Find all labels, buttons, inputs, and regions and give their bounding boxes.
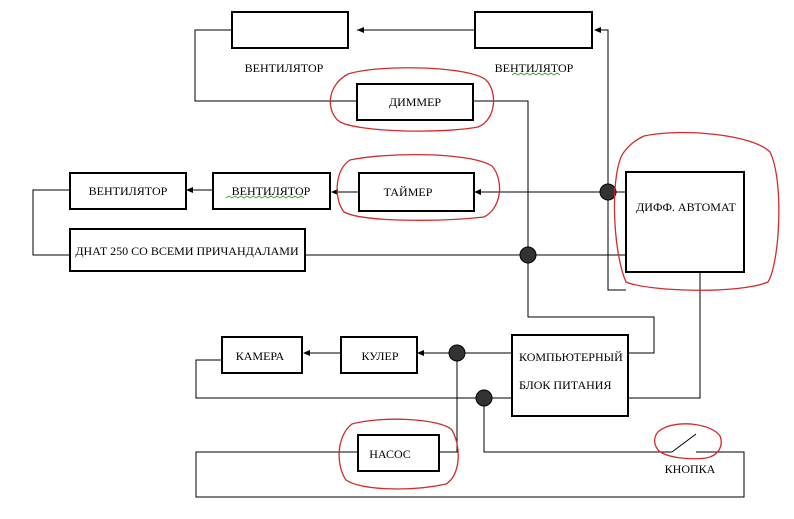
wire-pump-loop: [195, 451, 745, 498]
dimmer-box: [356, 83, 474, 121]
lamp-box: [69, 228, 306, 272]
wire-dimmer-in: [194, 29, 357, 102]
labels: ВЕНТИЛЯТОР ВЕНТИЛЯТОР ДИММЕР ВЕНТИЛЯТОР …: [75, 61, 736, 476]
lamp-label: ДНАТ 250 СО ВСЕМИ ПРИЧАНДАЛАМИ: [75, 244, 299, 258]
timer-label: ТАЙМЕР: [384, 185, 433, 199]
psu-box: [511, 334, 629, 417]
button-label: КНОПКА: [665, 462, 716, 476]
squiggle-fan-mid-right: [225, 195, 305, 199]
pump-box: [357, 434, 440, 472]
button-switch: [671, 433, 718, 453]
junction-node-psu: [475, 389, 493, 407]
cooler-box: [340, 336, 418, 374]
arrow-to-fan-top-right: [594, 27, 601, 33]
highlight-diff-breaker: [613, 131, 780, 291]
arrow-to-camera: [303, 350, 310, 356]
fan-top-right-label: ВЕНТИЛЯТОР: [495, 61, 574, 75]
wire-main-riser: [600, 29, 626, 291]
pump-label: НАСОС: [369, 447, 411, 461]
switch-lever: [671, 433, 697, 453]
camera-box: [221, 336, 303, 374]
wire-to-pump: [439, 353, 458, 453]
wire-camera-return: [195, 359, 512, 399]
wires: [32, 29, 745, 498]
timer-box: [358, 172, 475, 212]
fan-top-left-label: ВЕНТИЛЯТОР: [245, 61, 324, 75]
arrow-to-timer: [474, 189, 481, 195]
psu-label-line2: БЛОК ПИТАНИЯ: [519, 378, 611, 392]
fan-mid-left-box: [69, 172, 187, 210]
fan-mid-right-label: ВЕНТИЛЯТОР: [232, 184, 311, 198]
cooler-label: КУЛЕР: [361, 349, 398, 363]
wire-left-loop: [32, 189, 70, 256]
fan-top-right-box: [474, 11, 593, 49]
wire-dimmer-out: [473, 100, 529, 255]
arrow-to-fan-left: [186, 187, 193, 193]
diff-breaker-box: [625, 171, 745, 273]
highlight-pump: [338, 418, 459, 490]
spellcheck-squiggles: [225, 72, 561, 199]
arrow-to-fan-mid: [331, 189, 338, 195]
dimmer-label: ДИММЕР: [389, 95, 442, 109]
wire-breaker-to-psu: [628, 272, 701, 399]
arrow-to-fan-top-left: [357, 27, 364, 33]
fan-top-left-box: [231, 11, 349, 49]
fan-mid-left-label: ВЕНТИЛЯТОР: [89, 184, 168, 198]
wire-to-psu: [527, 255, 655, 354]
junction-node-timer: [599, 183, 617, 201]
psu-label-line1: КОМПЬЮТЕРНЫЙ: [519, 350, 623, 364]
red-highlights: [329, 67, 780, 490]
highlight-timer: [336, 153, 501, 221]
highlight-button: [653, 423, 722, 460]
highlight-dimmer: [329, 67, 495, 132]
wire-button: [483, 398, 672, 453]
diff-breaker-label: ДИФФ. АВТОМАТ: [636, 200, 736, 214]
junction-node-lamp: [519, 246, 537, 264]
arrows: [186, 27, 601, 356]
arrow-to-cooler: [417, 350, 424, 356]
fan-mid-right-box: [212, 172, 331, 210]
camera-label: КАМЕРА: [236, 349, 285, 363]
squiggle-fan-top-right: [511, 72, 561, 76]
junction-node-cooler: [448, 344, 466, 362]
